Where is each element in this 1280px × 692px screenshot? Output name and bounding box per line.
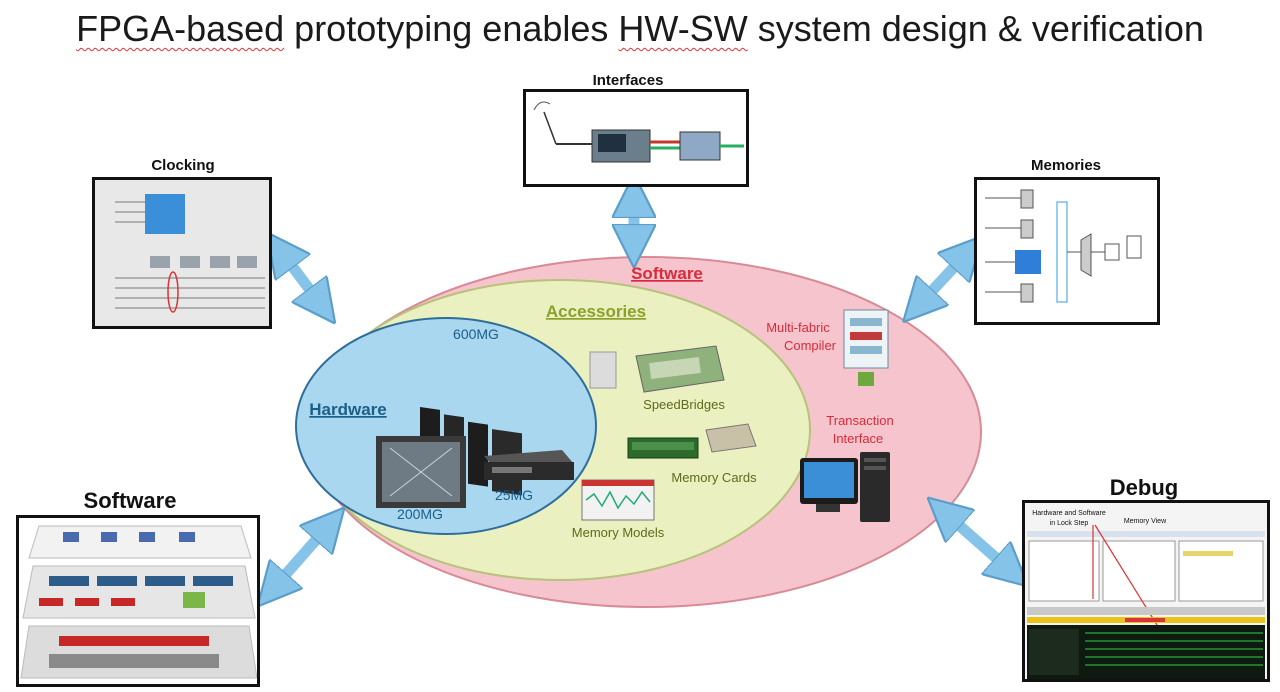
label-600mg: 600MG bbox=[453, 326, 499, 342]
arrow-debug bbox=[944, 512, 1012, 572]
computer-image bbox=[800, 452, 890, 522]
server-unit-25mg-image bbox=[484, 450, 574, 480]
clocking-thumbnail bbox=[95, 180, 269, 326]
label-25mg: 25MG bbox=[495, 487, 533, 503]
clocking-box bbox=[92, 177, 272, 329]
software-ellipse-label: Software bbox=[631, 264, 703, 283]
debug-box-label: Debug bbox=[1109, 475, 1179, 500]
label-compiler-line2: Compiler bbox=[784, 338, 837, 353]
memory-cards-image bbox=[627, 423, 757, 459]
accessories-ellipse-label: Accessories bbox=[546, 302, 646, 321]
clocking-box-label: Clocking bbox=[151, 157, 215, 174]
debug-screenshot-thumbnail: Hardware and Software in Lock Step Memor… bbox=[1025, 503, 1267, 679]
compiler-flow-icon bbox=[843, 309, 889, 386]
debug-note-2: Memory View bbox=[1124, 518, 1167, 525]
label-transaction-line2: Interface bbox=[833, 431, 884, 446]
debug-box: Hardware and Software in Lock Step Memor… bbox=[1022, 500, 1270, 682]
memory-models-image bbox=[581, 479, 655, 521]
arrow-memories bbox=[918, 252, 968, 306]
slide-title: FPGA-based prototyping enables HW-SW sys… bbox=[0, 8, 1280, 50]
title-part-4: system design & verification bbox=[747, 8, 1204, 49]
title-part-3: HW-SW bbox=[618, 8, 748, 49]
server-chassis-200mg-image bbox=[376, 436, 466, 508]
interfaces-box bbox=[523, 89, 749, 187]
label-memory-models: Memory Models bbox=[572, 525, 665, 540]
arrow-software bbox=[272, 524, 330, 590]
software-box-label: Software bbox=[83, 488, 177, 513]
label-memory-cards: Memory Cards bbox=[671, 470, 757, 485]
interfaces-thumbnail bbox=[533, 101, 744, 163]
hardware-ellipse-label: Hardware bbox=[309, 400, 386, 419]
software-stack-thumbnail bbox=[20, 525, 257, 679]
memories-box-label: Memories bbox=[1030, 157, 1102, 174]
debug-note-1-line1: Hardware and Software bbox=[1032, 510, 1106, 517]
label-speedbridges: SpeedBridges bbox=[643, 397, 725, 412]
title-part-2: prototyping enables bbox=[284, 8, 619, 49]
label-transaction-line1: Transaction bbox=[826, 413, 893, 428]
memories-thumbnail bbox=[985, 189, 1142, 303]
arrow-clocking bbox=[280, 250, 322, 306]
memories-box bbox=[974, 177, 1160, 325]
label-compiler-line1: Multi-fabric bbox=[766, 320, 830, 335]
software-box bbox=[16, 515, 260, 687]
title-part-1: FPGA-based bbox=[76, 8, 285, 49]
debug-note-1-line2: in Lock Step bbox=[1050, 520, 1089, 527]
interfaces-box-label: Interfaces bbox=[592, 72, 664, 89]
label-200mg: 200MG bbox=[397, 506, 443, 522]
speedbridges-image bbox=[589, 345, 725, 393]
